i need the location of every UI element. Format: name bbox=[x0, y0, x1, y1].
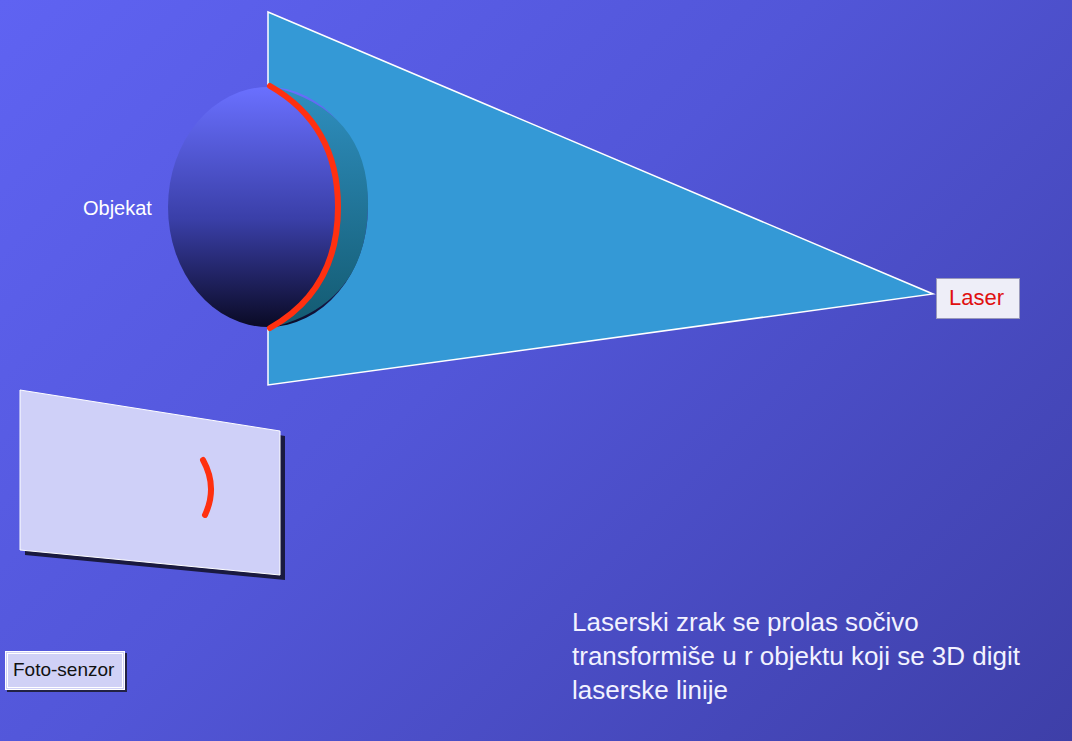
sensor-box: Foto-senzor bbox=[5, 651, 125, 690]
object-label: Objekat bbox=[83, 196, 152, 220]
description-text: Laserski zrak se prolas sočivo transform… bbox=[572, 606, 1062, 707]
laser-line-image bbox=[203, 460, 211, 515]
laser-line-on-object bbox=[270, 86, 338, 328]
object-rim bbox=[270, 86, 368, 328]
laser-sheet bbox=[268, 12, 933, 385]
node-text: Foto-senzor bbox=[13, 659, 117, 682]
object-body bbox=[168, 87, 368, 327]
sensor-plate bbox=[20, 390, 280, 575]
laser-box: Laser bbox=[936, 278, 1020, 319]
node-text: Laser bbox=[949, 285, 1007, 311]
